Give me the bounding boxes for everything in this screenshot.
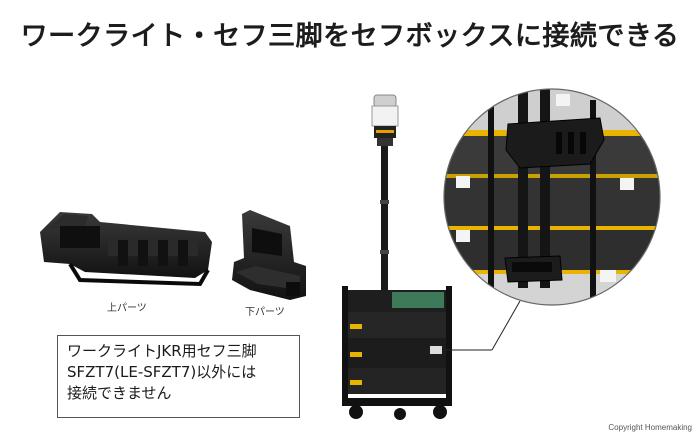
compatibility-note: ワークライトJKR用セフ三脚 SFZT7(LE-SFZT7)以外には 接続できま… [57,335,300,418]
note-line-1: ワークライトJKR用セフ三脚 [67,342,257,360]
note-line-3: 接続できません [67,384,172,402]
upper-part-image [40,212,212,287]
page-title: ワークライト・セフ三脚をセフボックスに接続できる [20,21,680,52]
cart-assembly-image [342,94,452,420]
zoom-detail-image [443,88,661,306]
lower-part-image [232,210,306,300]
note-line-2: SFZT7(LE-SFZT7)以外には [67,363,257,381]
callout-line-diagonal [491,300,521,351]
lower-part-label: 下パーツ [245,307,285,318]
copyright-text: Copyright Homemaking [608,423,692,432]
upper-part-label: 上パーツ [107,303,147,314]
